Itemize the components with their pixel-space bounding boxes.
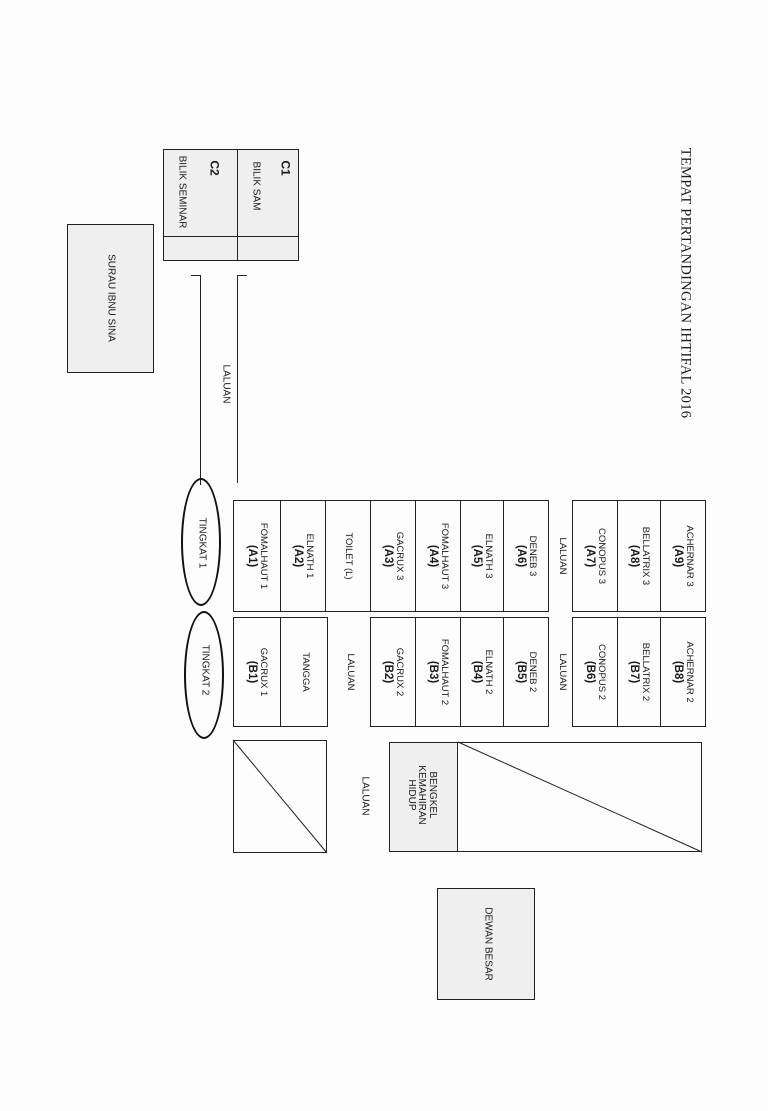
a-room-cell <box>233 500 281 612</box>
corridor-tick-left <box>191 275 201 276</box>
a-room-code: (A1) <box>245 544 258 568</box>
c1-name: BILIK SAM <box>250 161 262 211</box>
bengkel-line-1: BENGKEL <box>426 771 438 819</box>
c-block <box>163 149 299 261</box>
surau-label: SURAU IBNU SINA <box>105 254 117 342</box>
b-room-code: (B3) <box>426 660 439 684</box>
b-room-name: FOMALHAUT 2 <box>438 638 450 706</box>
b-room-name: GACRUX 2 <box>393 647 405 697</box>
dewan-besar-label: DEWAN BESAR <box>482 907 494 981</box>
c-block-vdivider <box>237 149 238 261</box>
b-room-code: (B6) <box>583 660 596 684</box>
a-room-label: ELNATH 3(A5) <box>470 533 494 579</box>
b-room-name: LALUAN <box>556 653 568 691</box>
a-room-code: (A5) <box>470 544 483 568</box>
b-room-cell <box>572 617 618 727</box>
bengkel-label: BENGKEL KEMAHIRAN HIDUP <box>405 765 438 825</box>
b-room-code: (B7) <box>627 660 640 684</box>
page-title: TEMPAT PERTANDINGAN IHTIFAL 2016 <box>677 147 694 419</box>
corridor-line-left <box>200 275 201 485</box>
a-room-code: (A8) <box>627 544 640 568</box>
a-room-name: FOMALHAUT 3 <box>438 522 450 590</box>
corridor-tick-right <box>237 275 247 276</box>
a-room-label: FOMALHAUT 3(A4) <box>426 522 450 590</box>
b-room-label: ACHERNAR 2(B8) <box>671 641 695 703</box>
a-room-code: (A3) <box>381 544 394 568</box>
a-room-name: LALUAN <box>556 537 568 575</box>
tingkat-1-label: TINGKAT 1 <box>196 517 208 569</box>
a-room-name: ELNATH 3 <box>482 533 494 579</box>
a-room-name: CONOPUS 3 <box>595 528 607 584</box>
a-room-name: TOILET (L) <box>342 532 354 580</box>
b-room-name: ELNATH 2 <box>482 649 494 695</box>
bengkel-diagonal <box>457 741 703 853</box>
a-room-name: DENEB 3 <box>526 535 538 577</box>
a-room-label: DENEB 3(A6) <box>514 535 538 577</box>
a-room-name: ACHERNAR 3 <box>683 525 695 587</box>
surau-box <box>67 224 154 373</box>
c2-name: BILIK SEMINAR <box>176 155 188 229</box>
b-room-label: ELNATH 2(B4) <box>470 649 494 695</box>
corridor-label: LALUAN <box>220 364 232 404</box>
b-room-label: DENEB 2(B5) <box>514 651 538 693</box>
a-room-label: CONOPUS 3(A7) <box>583 528 607 584</box>
a-room-name: ELNATH 1 <box>303 533 315 579</box>
b-room-label: CONOPUS 2(B6) <box>583 644 607 700</box>
a-room-label: TOILET (L) <box>342 532 354 580</box>
a-room-code: (A9) <box>671 544 684 568</box>
c2-code: C2 <box>207 160 222 176</box>
b-room-name: BELLATRIX 2 <box>639 642 651 702</box>
b-room-label: LALUAN <box>344 653 356 691</box>
empty-room-left <box>233 740 327 853</box>
a-room-name: BELLATRIX 3 <box>639 526 651 586</box>
a-room-label: ELNATH 1(A2) <box>291 533 315 579</box>
tingkat-2-label: TINGKAT 2 <box>199 644 211 696</box>
b-room-label: FOMALHAUT 2(B3) <box>426 638 450 706</box>
b1-group-outline <box>233 617 328 727</box>
c1-code: C1 <box>278 160 293 176</box>
a-room-label: LALUAN <box>556 537 568 575</box>
a-room-code: (A2) <box>291 544 304 568</box>
a-room-label: BELLATRIX 3(A8) <box>627 526 651 586</box>
b-room-name: LALUAN <box>344 653 356 691</box>
b-room-name: ACHERNAR 2 <box>683 641 695 703</box>
a-room-code: (A4) <box>426 544 439 568</box>
b-room-name: CONOPUS 2 <box>595 644 607 700</box>
a-room-label: FOMALHAUT 1(A1) <box>245 522 269 590</box>
bengkel-line-3: HIDUP <box>405 779 417 811</box>
b-room-label: GACRUX 2(B2) <box>381 647 405 697</box>
bengkel-label-box <box>389 742 458 852</box>
b-room-name: DENEB 2 <box>526 651 538 693</box>
bengkel-line-2: KEMAHIRAN <box>416 765 428 825</box>
a-room-code: (A7) <box>583 544 596 568</box>
a-room-code: (A6) <box>514 544 527 568</box>
tingkat-2-marker <box>184 611 224 739</box>
a-room-label: ACHERNAR 3(A9) <box>671 525 695 587</box>
b-room-code: (B5) <box>514 660 527 684</box>
corridor-line-right <box>237 275 238 483</box>
a-room-cell <box>572 500 618 612</box>
b-room-label: BELLATRIX 2(B7) <box>627 642 651 702</box>
a-room-name: GACRUX 3 <box>393 531 405 581</box>
b-room-code: (B8) <box>671 660 684 684</box>
b-room-label: LALUAN <box>556 653 568 691</box>
b-room-cell <box>370 617 416 727</box>
tingkat-1-marker <box>181 478 221 606</box>
empty-room-left-diagonal <box>232 739 328 854</box>
b-room-code: (B2) <box>381 660 394 684</box>
a-room-label: GACRUX 3(A3) <box>381 531 405 581</box>
c-block-divider <box>163 236 299 237</box>
laluan-mid-label: LALUAN <box>359 776 371 816</box>
dewan-besar-box <box>437 888 535 1000</box>
b-room-code: (B4) <box>470 660 483 684</box>
a-room-name: FOMALHAUT 1 <box>257 522 269 590</box>
